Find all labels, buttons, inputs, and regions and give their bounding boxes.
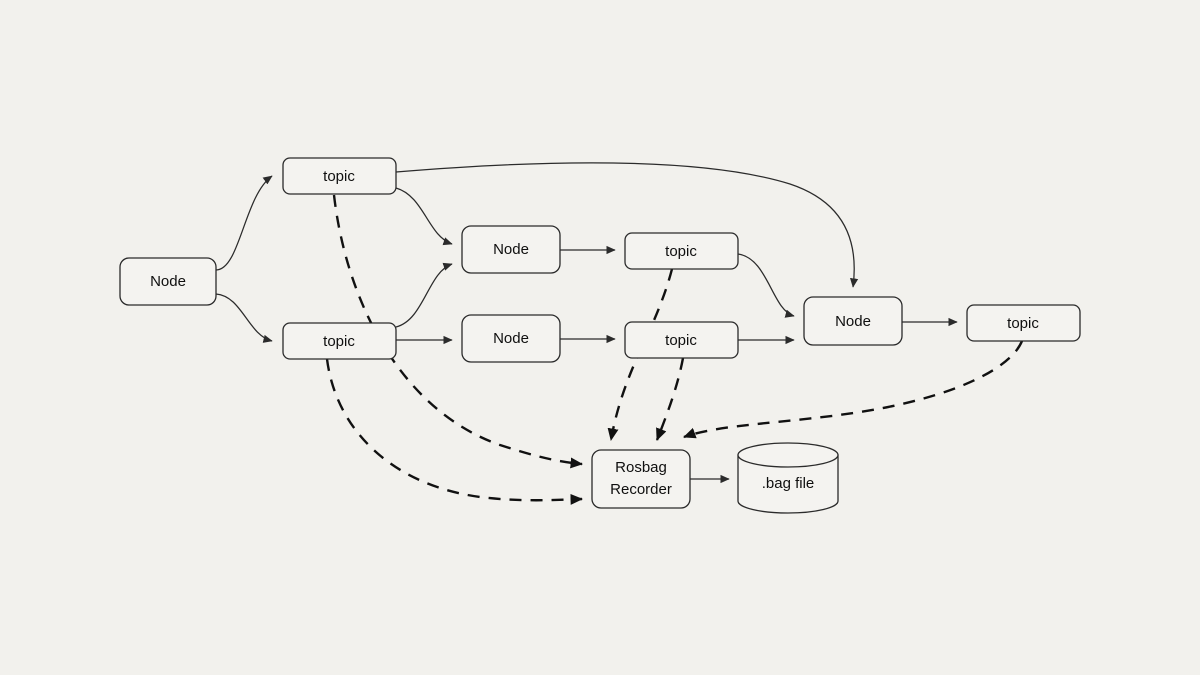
edge-topic-bottom-left-to-recorder bbox=[325, 358, 583, 505]
edge-topic-top-left-to-recorder bbox=[332, 194, 583, 469]
topic-mid-lower[interactable]: topic bbox=[624, 321, 739, 359]
topic-top-left[interactable]: topic bbox=[282, 157, 397, 195]
node-source[interactable]: Node bbox=[119, 257, 217, 306]
edge-topic-top-to-node-right bbox=[395, 162, 859, 288]
edge-topic-top-to-node-mid-upper bbox=[395, 187, 453, 246]
edge-topic-bottom-to-node-mid-upper bbox=[395, 262, 453, 328]
node-mid-upper[interactable]: Node bbox=[461, 225, 561, 274]
bag-file-datastore[interactable]: .bag file bbox=[737, 442, 839, 514]
solid-edges bbox=[215, 162, 958, 484]
topic-right[interactable]: topic bbox=[966, 304, 1081, 342]
edge-node-source-to-topic-top bbox=[215, 175, 273, 271]
edge-node-source-to-topic-bottom bbox=[215, 293, 273, 343]
topic-mid-upper[interactable]: topic bbox=[624, 232, 739, 270]
edge-topic-mid-upper-to-node-right bbox=[737, 253, 795, 318]
node-mid-lower[interactable]: Node bbox=[461, 314, 561, 363]
edge-topic-right-to-recorder bbox=[683, 340, 1024, 439]
rosbag-recorder[interactable]: Rosbag Recorder bbox=[591, 449, 691, 509]
dashed-edges bbox=[325, 194, 1024, 505]
node-right[interactable]: Node bbox=[803, 296, 903, 346]
topic-bottom-left[interactable]: topic bbox=[282, 322, 397, 360]
edge-topic-mid-upper-to-recorder bbox=[607, 268, 674, 441]
edge-topic-mid-lower-to-recorder bbox=[655, 357, 685, 441]
